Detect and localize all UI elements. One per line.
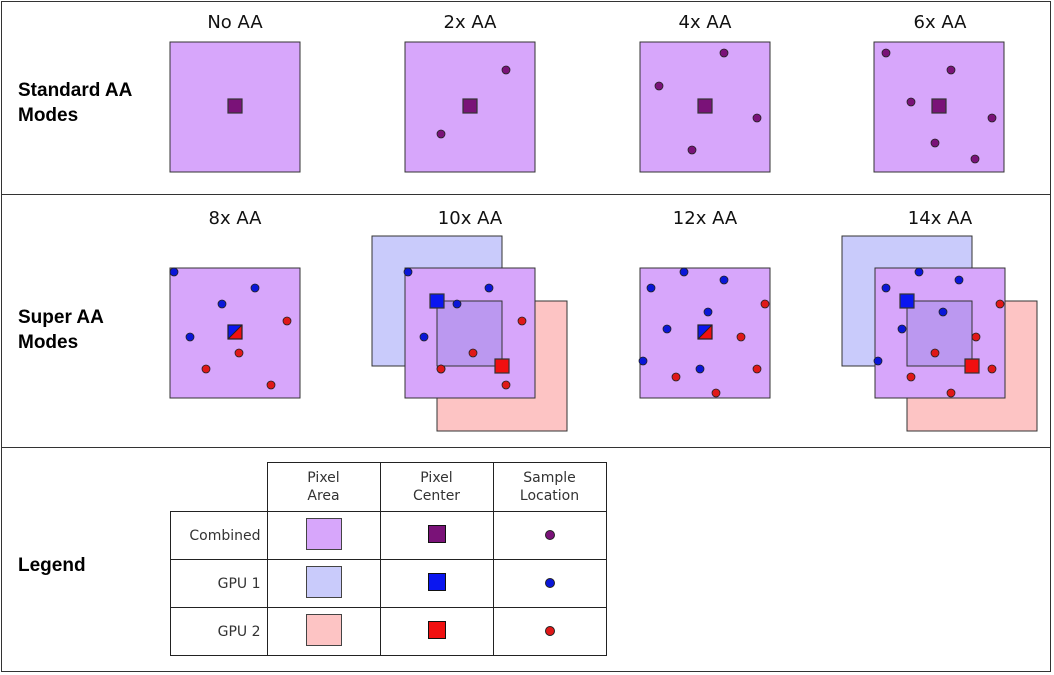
- sample-standard-1-0: [501, 65, 511, 75]
- sample-10x-gpu2-3: [501, 380, 511, 390]
- mode-label-14x-aa: 14x AA: [907, 208, 973, 229]
- sample-14x-gpu1-1: [954, 275, 964, 285]
- sample-standard-2-3: [687, 145, 697, 155]
- sample-standard-3-1: [946, 65, 956, 75]
- sample-10x-gpu1-3: [419, 332, 429, 342]
- pixel-center-12x-split-line: [697, 324, 713, 340]
- pixel-center-10x-gpu2: [494, 358, 510, 374]
- sample-14x-gpu2-4: [906, 372, 916, 382]
- sample-14x-gpu2-0: [995, 299, 1005, 309]
- pixel-center-14x-gpu1: [899, 293, 915, 309]
- mode-label-8x-aa: 8x AA: [208, 208, 262, 229]
- sample-standard-3-5: [970, 154, 980, 164]
- sample-standard-1-1: [436, 129, 446, 139]
- mode-label-2x-aa: 2x AA: [443, 12, 497, 33]
- gpu1-area-swatch: [305, 565, 342, 598]
- super-aa-row-label: Super AA Modes: [18, 307, 104, 353]
- sample-12x-gpu1-3: [703, 307, 713, 317]
- sample-standard-2-2: [752, 113, 762, 123]
- sample-10x-gpu2-2: [436, 364, 446, 374]
- legend-row-label: Legend: [18, 555, 86, 576]
- sample-12x-gpu2-1: [736, 332, 746, 342]
- standard-aa-row-label: Standard AA Modes: [18, 80, 133, 126]
- row-divider-1: [1, 194, 1051, 195]
- sample-standard-2-1: [654, 81, 664, 91]
- sample-12x-gpu1-2: [646, 283, 656, 293]
- sample-14x-gpu2-1: [971, 332, 981, 342]
- pixel-center-14x-gpu2: [964, 358, 980, 374]
- legend-col-pixel-area: Pixel Area: [266, 462, 381, 512]
- legend-row-combined: Combined: [170, 511, 268, 560]
- sample-8x-gpu1-3: [185, 332, 195, 342]
- sample-10x-gpu1-1: [484, 283, 494, 293]
- combined-sample-swatch: [544, 529, 555, 540]
- sample-12x-gpu1-4: [662, 324, 672, 334]
- sample-12x-gpu2-3: [671, 372, 681, 382]
- row-divider-2: [1, 447, 1051, 448]
- mode-label-no-aa: No AA: [207, 12, 263, 33]
- sample-10x-gpu1-0: [403, 267, 413, 277]
- sample-12x-gpu1-5: [638, 356, 648, 366]
- sample-standard-2-0: [719, 48, 729, 58]
- sample-8x-gpu2-2: [201, 364, 211, 374]
- pixel-center-standard-1: [462, 98, 478, 114]
- sample-12x-gpu2-0: [760, 299, 770, 309]
- mode-label-12x-aa: 12x AA: [672, 208, 738, 229]
- combined-area-swatch: [305, 517, 342, 550]
- sample-12x-gpu1-0: [679, 267, 689, 277]
- legend-col-pixel-center: Pixel Center: [379, 462, 494, 512]
- sample-8x-gpu1-1: [250, 283, 260, 293]
- mode-label-10x-aa: 10x AA: [437, 208, 503, 229]
- pixel-center-standard-0: [227, 98, 243, 114]
- sample-12x-gpu1-1: [719, 275, 729, 285]
- sample-8x-gpu2-0: [282, 316, 292, 326]
- sample-8x-gpu2-3: [266, 380, 276, 390]
- pixel-center-standard-2: [697, 98, 713, 114]
- gpu2-sample-swatch: [544, 625, 555, 636]
- sample-14x-gpu1-4: [897, 324, 907, 334]
- pixel-center-12x-outline: [697, 324, 713, 340]
- sample-14x-gpu1-5: [873, 356, 883, 366]
- legend-row-gpu1: GPU 1: [170, 559, 268, 608]
- sample-12x-gpu1-6: [695, 364, 705, 374]
- sample-standard-3-3: [987, 113, 997, 123]
- mode-label-4x-aa: 4x AA: [678, 12, 732, 33]
- legend-col-sample-location: Sample Location: [492, 462, 607, 512]
- sample-standard-3-0: [881, 48, 891, 58]
- sample-8x-gpu2-1: [234, 348, 244, 358]
- sample-8x-gpu1-2: [217, 299, 227, 309]
- sample-14x-gpu2-5: [946, 388, 956, 398]
- sample-12x-gpu2-2: [752, 364, 762, 374]
- pixel-center-10x-gpu1: [429, 293, 445, 309]
- sample-10x-gpu2-0: [517, 316, 527, 326]
- sample-10x-gpu2-1: [468, 348, 478, 358]
- gpu1-sample-swatch: [544, 577, 555, 588]
- sample-14x-gpu2-2: [930, 348, 940, 358]
- mode-label-6x-aa: 6x AA: [913, 12, 967, 33]
- legend-table: Pixel Area Pixel Center Sample Location …: [170, 462, 607, 656]
- legend-corner: [170, 462, 268, 512]
- pixel-center-8x-outline: [227, 324, 243, 340]
- pixel-area-10x-combined: [404, 267, 536, 399]
- gpu2-center-swatch: [427, 620, 446, 639]
- sample-standard-3-2: [906, 97, 916, 107]
- pixel-area-10x-overlap: [436, 300, 503, 367]
- sample-standard-3-4: [930, 138, 940, 148]
- pixel-center-standard-3: [931, 98, 947, 114]
- legend-row-gpu2: GPU 2: [170, 607, 268, 656]
- sample-14x-gpu1-2: [881, 283, 891, 293]
- sample-10x-gpu1-2: [452, 299, 462, 309]
- pixel-center-8x-split-line: [227, 324, 243, 340]
- gpu1-center-swatch: [427, 572, 446, 591]
- sample-14x-gpu2-3: [987, 364, 997, 374]
- combined-center-swatch: [427, 524, 446, 543]
- sample-14x-gpu1-3: [938, 307, 948, 317]
- sample-12x-gpu2-4: [711, 388, 721, 398]
- sample-8x-gpu1-0: [169, 267, 179, 277]
- gpu2-area-swatch: [305, 613, 342, 646]
- sample-14x-gpu1-0: [914, 267, 924, 277]
